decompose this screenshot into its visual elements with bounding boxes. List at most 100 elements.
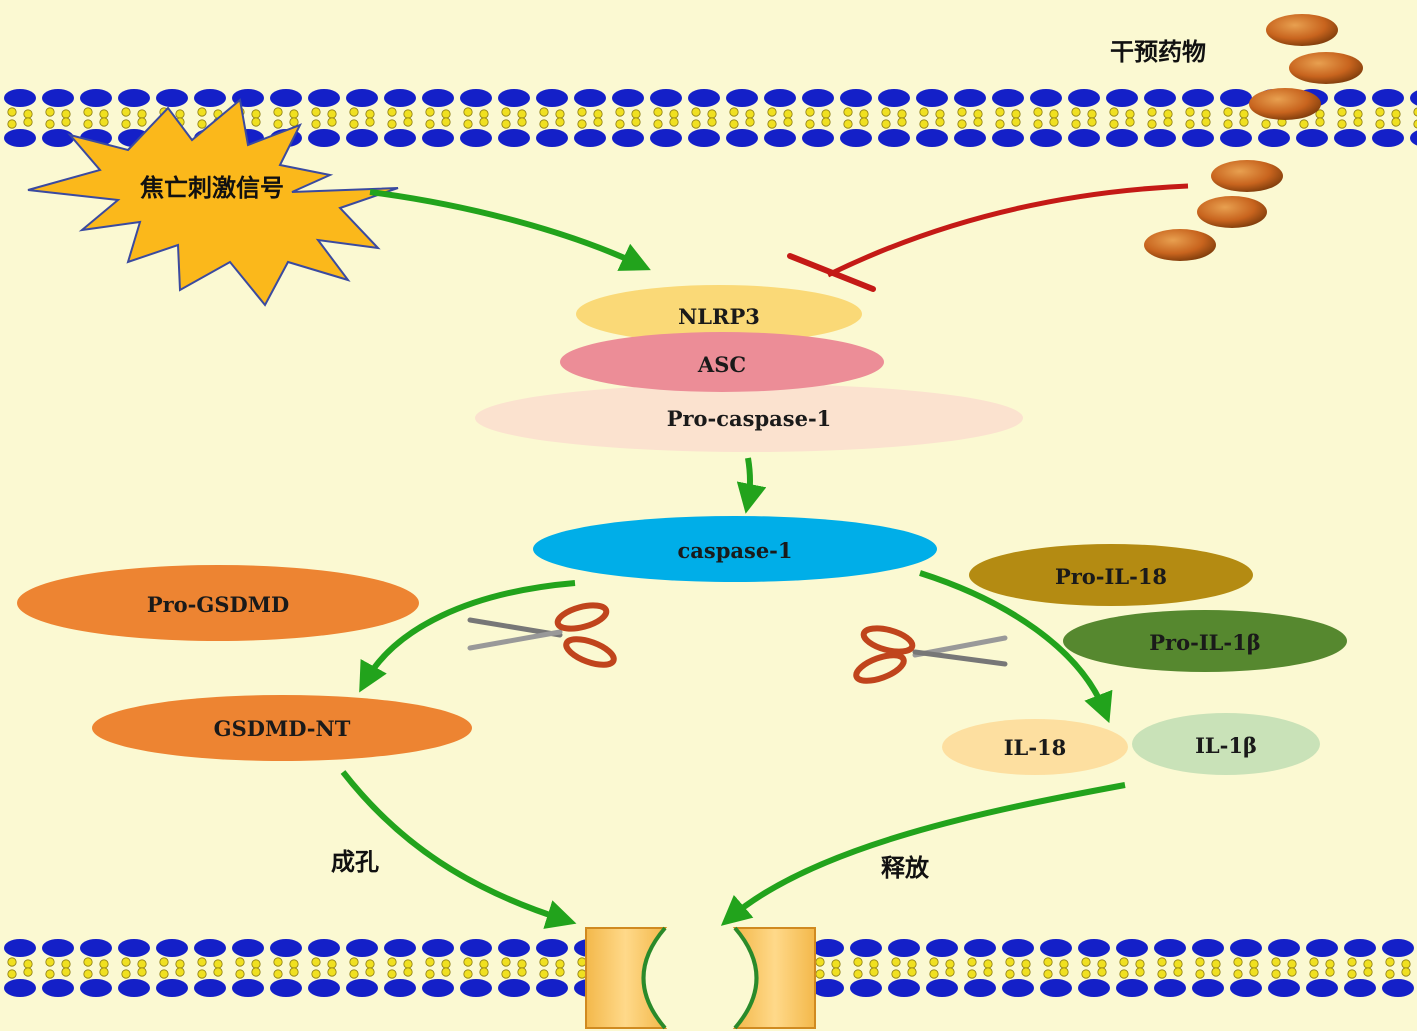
lipid-tail bbox=[1011, 109, 1021, 119]
lipid-tail bbox=[631, 109, 641, 119]
lipid-head bbox=[850, 939, 882, 957]
stimulus-label: 焦亡刺激信号 bbox=[140, 173, 284, 202]
lipid-tail bbox=[1135, 967, 1145, 977]
lipid-head bbox=[926, 979, 958, 997]
lipid-tail bbox=[869, 967, 879, 977]
arrow-stimulus-to-nlrp3 bbox=[369, 189, 651, 271]
drug-molecule bbox=[1289, 52, 1363, 84]
lipid-tail bbox=[365, 117, 375, 127]
lipid-head bbox=[764, 129, 796, 147]
lipid-tail bbox=[897, 117, 907, 127]
lipid-head bbox=[118, 89, 150, 107]
activation-arrows bbox=[340, 189, 1126, 929]
lipid-head bbox=[650, 129, 682, 147]
lipid-head bbox=[460, 979, 492, 997]
lipid-tail bbox=[821, 109, 831, 119]
lipid-head bbox=[840, 89, 872, 107]
lipid-tail bbox=[99, 109, 109, 119]
scissors-icon bbox=[853, 625, 1008, 684]
lipid-tail bbox=[555, 967, 565, 977]
lipid-head bbox=[1296, 129, 1328, 147]
lipid-head bbox=[308, 129, 340, 147]
lipid-head bbox=[42, 89, 74, 107]
lipid-tail bbox=[555, 117, 565, 127]
lipid-head bbox=[422, 129, 454, 147]
lipid-tail bbox=[159, 957, 169, 967]
lipid-tail bbox=[349, 107, 359, 117]
lipid-tail bbox=[479, 967, 489, 977]
lipid-head bbox=[80, 89, 112, 107]
lipid-tail bbox=[311, 107, 321, 117]
lipid-head bbox=[156, 89, 188, 107]
lipid-tail bbox=[1271, 969, 1281, 979]
lipid-tail bbox=[403, 959, 413, 969]
lipid-tail bbox=[121, 969, 131, 979]
lipid-tail bbox=[1233, 957, 1243, 967]
lipid-tail bbox=[1363, 967, 1373, 977]
lipid-head bbox=[1230, 939, 1262, 957]
lipid-tail bbox=[289, 117, 299, 127]
lipid-tail bbox=[23, 967, 33, 977]
lipid-tail bbox=[805, 107, 815, 117]
lipid-tail bbox=[311, 119, 321, 129]
drug-molecule bbox=[1266, 14, 1338, 46]
lipid-head bbox=[1116, 939, 1148, 957]
lipid-head bbox=[1030, 89, 1062, 107]
lipid-tail bbox=[289, 967, 299, 977]
scissors-icon bbox=[467, 602, 617, 668]
drug-molecule bbox=[1197, 196, 1267, 228]
lipid-tail bbox=[967, 969, 977, 979]
lipid-tail bbox=[1239, 109, 1249, 119]
lipid-tail bbox=[403, 109, 413, 119]
drug-molecules bbox=[1144, 14, 1363, 261]
lipid-tail bbox=[1325, 967, 1335, 977]
lipid-tail bbox=[653, 119, 663, 129]
asc-ellipse bbox=[560, 332, 884, 392]
lipid-tail bbox=[539, 119, 549, 129]
lipid-tail bbox=[539, 969, 549, 979]
lipid-tail bbox=[137, 109, 147, 119]
nlrp3-label: NLRP3 bbox=[678, 304, 760, 329]
lipid-tail bbox=[815, 957, 825, 967]
lipid-tail bbox=[907, 967, 917, 977]
lipid-tail bbox=[853, 957, 863, 967]
lipid-head bbox=[1344, 939, 1376, 957]
lipid-tail bbox=[1195, 969, 1205, 979]
lipid-tail bbox=[121, 107, 131, 117]
lipid-tail bbox=[767, 107, 777, 117]
lipid-head bbox=[4, 979, 36, 997]
lipid-tail bbox=[881, 107, 891, 117]
lipid-tail bbox=[1157, 957, 1167, 967]
pro-il-1b-label: Pro-IL-1β bbox=[1149, 630, 1260, 655]
lipid-tail bbox=[555, 959, 565, 969]
lipid-head bbox=[1258, 129, 1290, 147]
lipid-tail bbox=[1097, 959, 1107, 969]
lipid-tail bbox=[1315, 117, 1325, 127]
lipid-tail bbox=[1087, 117, 1097, 127]
lipid-tail bbox=[1223, 107, 1233, 117]
lipid-tail bbox=[61, 959, 71, 969]
lipid-head bbox=[1040, 939, 1072, 957]
lipid-head bbox=[612, 129, 644, 147]
lipid-tail bbox=[425, 119, 435, 129]
lipid-tail bbox=[425, 969, 435, 979]
lipid-tail bbox=[1211, 967, 1221, 977]
lipid-tail bbox=[1309, 957, 1319, 967]
lipid-tail bbox=[631, 117, 641, 127]
lipid-head bbox=[1306, 979, 1338, 997]
caspase-1-label: caspase-1 bbox=[677, 538, 792, 563]
lipid-tail bbox=[517, 117, 527, 127]
lipid-tail bbox=[1173, 967, 1183, 977]
lipid-tail bbox=[327, 959, 337, 969]
lipid-tail bbox=[479, 959, 489, 969]
lipid-head bbox=[954, 129, 986, 147]
lipid-tail bbox=[973, 117, 983, 127]
lipid-tail bbox=[1109, 119, 1119, 129]
lipid-head bbox=[118, 979, 150, 997]
lipid-tail bbox=[1049, 117, 1059, 127]
lipid-head bbox=[1154, 939, 1186, 957]
lipid-tail bbox=[175, 967, 185, 977]
lipid-head bbox=[194, 89, 226, 107]
lipid-tail bbox=[1309, 969, 1319, 979]
lipid-head bbox=[926, 939, 958, 957]
